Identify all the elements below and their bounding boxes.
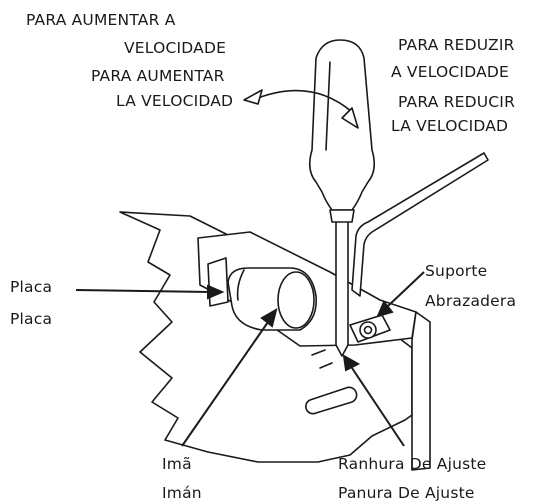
bracket-label-pt: Suporte [425,262,488,280]
slot-mark-1 [311,349,326,356]
magnet-arrowhead [260,307,278,328]
magnet-label-es: Imán [162,484,202,502]
reduce-es-line2: LA VELOCIDAD [391,117,509,135]
slot-label-pt: Ranhura De Ajuste [338,455,487,473]
magnet [227,267,317,331]
increase-pt-line1: PARA AUMENTAR A [26,11,176,29]
handle-collar [329,209,355,223]
handle-ridge [325,61,331,151]
bracket-screw [349,314,391,343]
increase-pt-line2: VELOCIDADE [124,39,227,57]
side-flange [411,311,431,471]
adjustment-slot [305,386,358,415]
bracket-arrowhead [376,300,394,318]
rotation-arrow [257,89,353,113]
plate-label-pt: Placa [10,278,53,296]
screwdriver-shaft [335,219,349,357]
rotation-arrowhead-right [341,107,359,129]
rotation-arrowhead-left [243,89,263,105]
plate-label-es: Placa [10,310,53,328]
bracket-leader [387,271,425,307]
slot-arrowhead [342,354,361,372]
slot-leader [351,367,405,447]
screwdriver-handle [308,39,376,211]
reduce-es-line1: PARA REDUCIR [398,93,516,111]
bracket-label-es: Abrazadera [425,292,517,310]
increase-es-line2: LA VELOCIDAD [116,92,234,110]
magnet-leader [181,321,269,447]
reduce-pt-line1: PARA REDUZIR [398,36,515,54]
increase-es-line1: PARA AUMENTAR [91,67,225,85]
slot-label-es: Panura De Ajuste [338,484,475,502]
magnet-label-pt: Imã [162,455,192,473]
plate-arrowhead [207,284,225,300]
slot-mark-2 [319,362,333,369]
plate-bar [207,257,229,307]
plate-leader [75,289,211,293]
reduce-pt-line2: A VELOCIDADE [391,63,509,81]
allen-key [351,152,489,297]
